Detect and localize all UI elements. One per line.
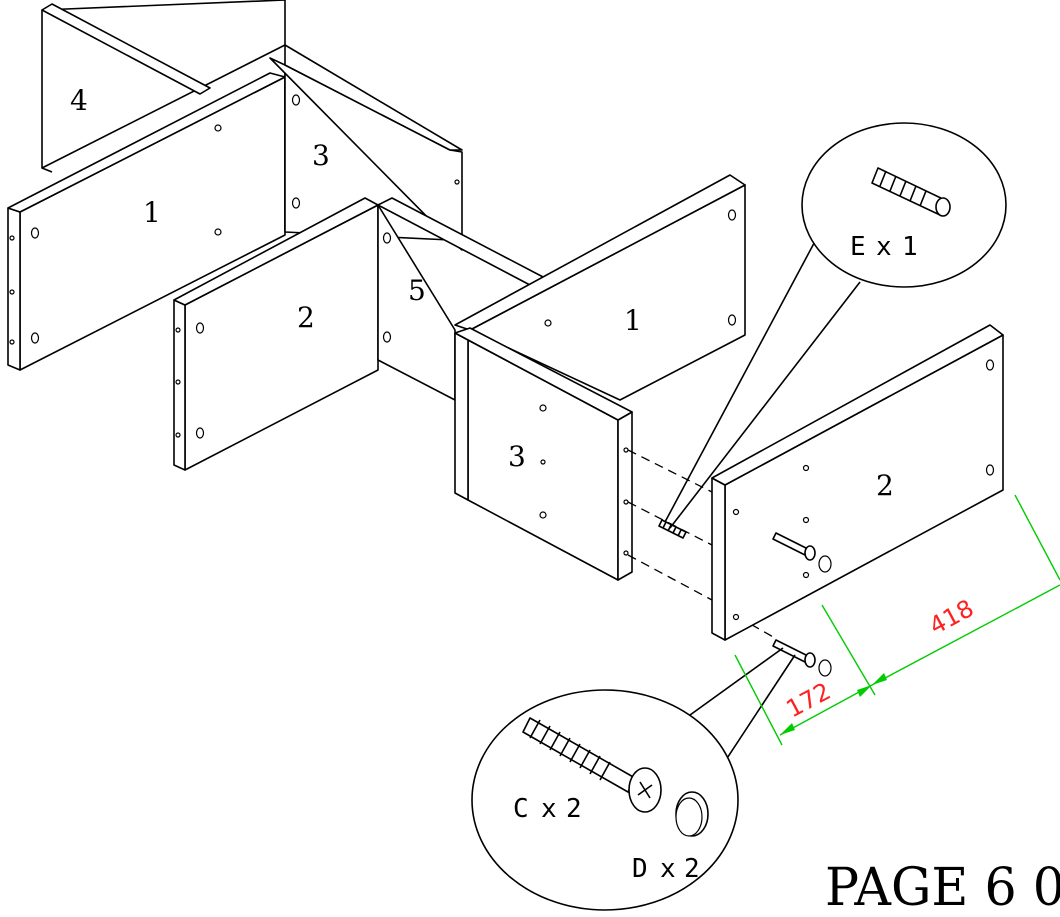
page-number: PAGE 6 0 bbox=[825, 858, 1060, 917]
panel-3-front bbox=[454, 327, 633, 581]
dowel-letter: E bbox=[850, 232, 866, 262]
panel-4 bbox=[41, 0, 286, 173]
part-label-1-rear: 1 bbox=[143, 196, 161, 229]
part-label-2-front: 2 bbox=[876, 469, 894, 502]
cap-icon bbox=[675, 791, 709, 837]
part-label-5: 5 bbox=[408, 274, 426, 307]
cam-bolt-times: x bbox=[541, 794, 557, 824]
callout-dowel: E x 1 bbox=[664, 122, 1007, 529]
cap-count: 2 bbox=[684, 854, 700, 884]
cap-times: x bbox=[660, 854, 676, 884]
panel-2-mid bbox=[173, 197, 379, 471]
dowel-icon bbox=[871, 167, 951, 217]
cam-bolt-count: 2 bbox=[566, 794, 582, 824]
cam-bolt-icon bbox=[522, 717, 662, 813]
panel-1-right bbox=[454, 174, 746, 401]
dowel-times: x bbox=[876, 232, 892, 262]
panel-1-rear bbox=[7, 72, 286, 371]
dowel-count: 1 bbox=[902, 232, 918, 262]
panel-2-front bbox=[711, 324, 1004, 641]
cam-bolt-letter: C bbox=[513, 794, 529, 824]
callout-cam-bolt: C x 2 D x 2 bbox=[471, 647, 796, 911]
cap-letter: D bbox=[632, 854, 648, 884]
part-label-4: 4 bbox=[70, 84, 88, 117]
cam-bolt-small-lower bbox=[772, 639, 832, 677]
part-label-1-right: 1 bbox=[624, 304, 642, 337]
panel-3-rear bbox=[269, 44, 463, 251]
part-label-3-front: 3 bbox=[508, 440, 526, 473]
part-label-3-rear: 3 bbox=[312, 139, 330, 172]
dowel-small bbox=[658, 519, 687, 539]
part-label-2-mid: 2 bbox=[297, 301, 315, 334]
dimension-lines bbox=[734, 494, 1060, 746]
dimension-172: 172 bbox=[782, 677, 836, 723]
cam-bolt-small-upper bbox=[772, 532, 832, 573]
